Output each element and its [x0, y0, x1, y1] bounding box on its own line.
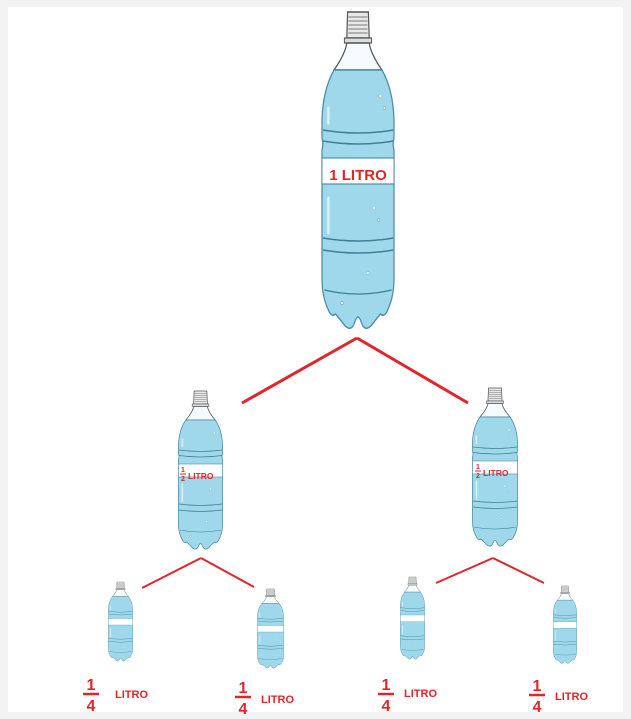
label-quarter-3: 1 4 LITRO — [378, 677, 437, 715]
quarter-3-numerator: 1 — [382, 677, 391, 694]
quarter-3-denominator: 4 — [382, 698, 391, 715]
bottle-quarter-2 — [257, 589, 283, 668]
quarter-1-unit: LITRO — [115, 689, 148, 701]
quarter-1-numerator: 1 — [87, 677, 96, 694]
connector-half-right-a — [436, 558, 493, 583]
quarter-2-denominator: 4 — [239, 701, 248, 718]
bottle-quarter-1 — [108, 582, 132, 661]
quarter-4-unit: LITRO — [555, 691, 588, 703]
quarter-3-unit: LITRO — [404, 688, 437, 700]
connector-full-left — [242, 338, 357, 403]
connector-full-right — [357, 338, 468, 403]
half-right-denominator: 2 — [476, 473, 480, 480]
half-right-unit: LITRO — [483, 468, 509, 478]
quarter-2-numerator: 1 — [239, 680, 248, 697]
half-left-unit: LITRO — [188, 471, 214, 481]
label-quarter-2: 1 4 LITRO — [235, 680, 294, 718]
label-quarter-4: 1 4 LITRO — [529, 678, 588, 716]
label-quarter-1: 1 4 LITRO — [83, 677, 148, 715]
half-left-denominator: 2 — [181, 476, 185, 483]
bottle-quarter-3 — [400, 577, 424, 659]
half-right-numerator: 1 — [476, 464, 480, 471]
quarter-4-denominator: 4 — [533, 699, 542, 716]
label-one-litre: 1 LITRO — [329, 167, 387, 184]
bottle-quarter-4 — [553, 586, 576, 663]
connector-half-left-b — [201, 558, 254, 587]
connector-half-right-b — [493, 558, 544, 583]
quarter-2-unit: LITRO — [261, 694, 294, 706]
quarter-1-denominator: 4 — [87, 698, 96, 715]
connector-half-left-a — [142, 558, 201, 588]
quarter-4-numerator: 1 — [533, 678, 542, 695]
half-left-numerator: 1 — [181, 467, 185, 474]
